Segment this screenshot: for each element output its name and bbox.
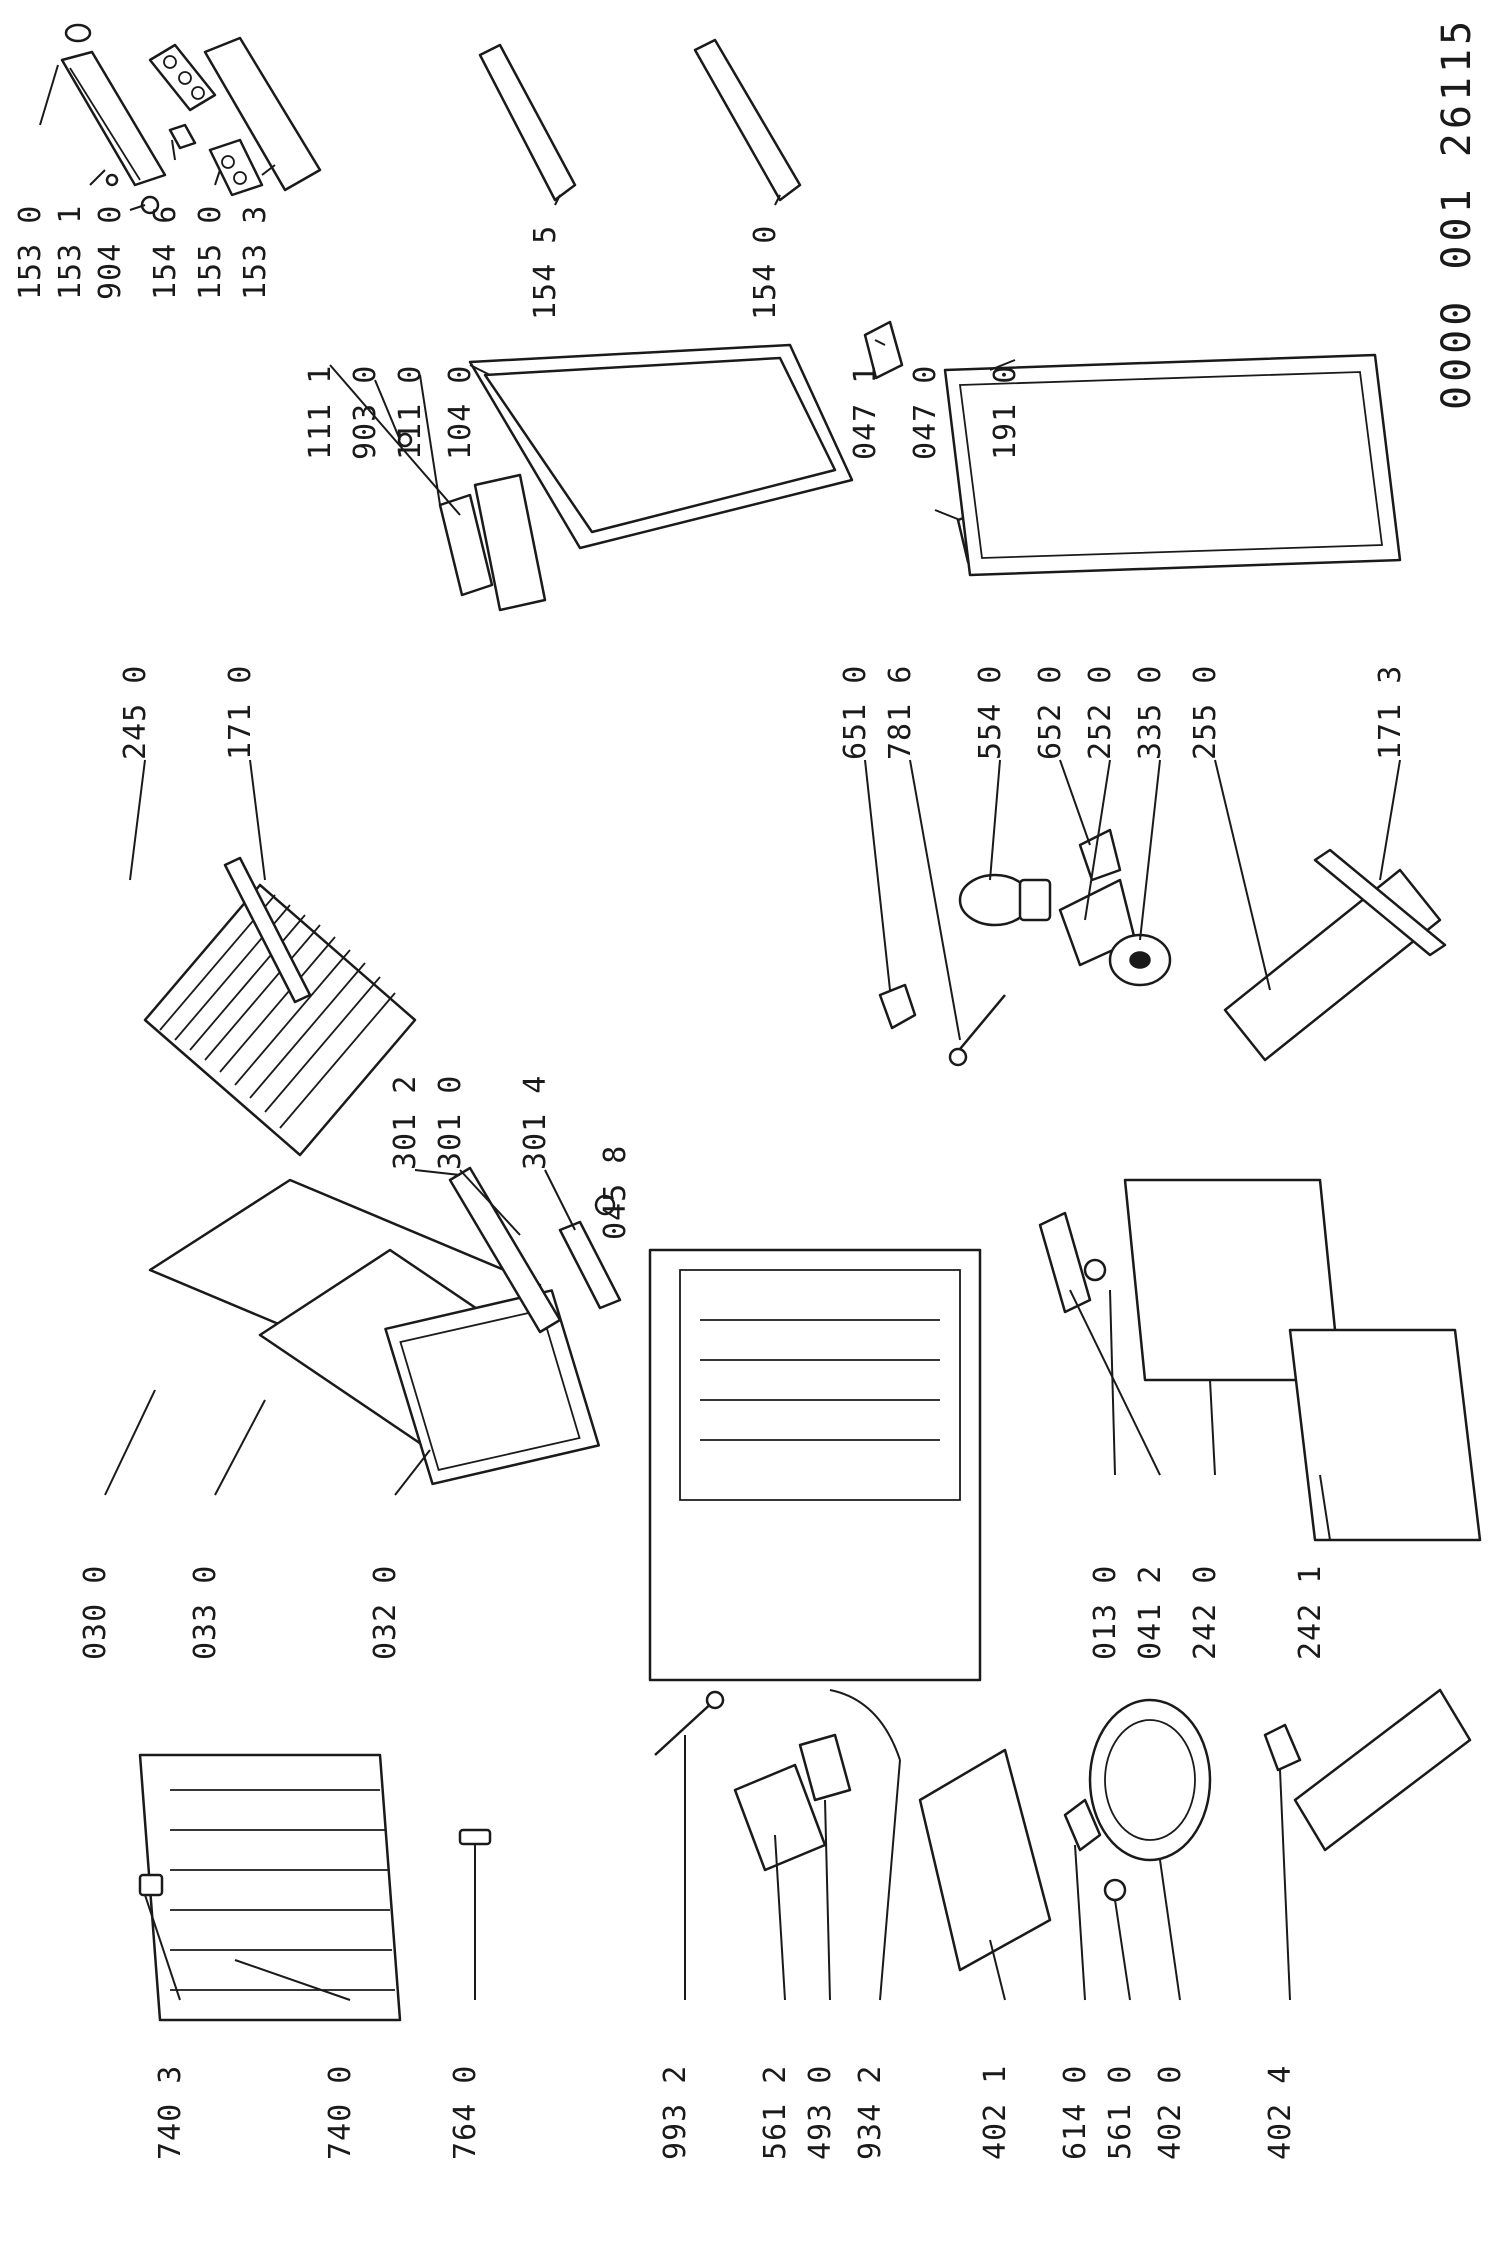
label-171-0: 171 0 bbox=[223, 665, 258, 760]
label-191-0: 191 0 bbox=[988, 365, 1023, 460]
door-accessories-group bbox=[60, 23, 322, 215]
wire-shelf-group bbox=[143, 856, 417, 1157]
door-assembly bbox=[397, 320, 1402, 612]
screw-045-part bbox=[594, 1194, 616, 1216]
label-493-0: 493 0 bbox=[803, 2065, 838, 2160]
handle-301-part bbox=[448, 1166, 562, 1334]
label-153-3: 153 3 bbox=[238, 205, 273, 300]
label-934-2: 934 2 bbox=[853, 2065, 888, 2160]
label-047-1: 047 1 bbox=[848, 365, 883, 460]
label-301-2: 301 2 bbox=[388, 1075, 423, 1170]
shelf-trim-171-0 bbox=[223, 856, 312, 1004]
switch-652-part bbox=[1078, 828, 1122, 882]
compressor-group bbox=[654, 1688, 1472, 1972]
condenser-group bbox=[138, 1753, 492, 2022]
label-041-2: 041 2 bbox=[1133, 1565, 1168, 1660]
overload-561-part bbox=[1103, 1878, 1127, 1902]
label-245-0: 245 0 bbox=[118, 665, 153, 760]
mounting-plate-part bbox=[1293, 1688, 1472, 1852]
label-104-0: 104 0 bbox=[443, 365, 478, 460]
clip-part bbox=[168, 123, 197, 150]
label-111-1: 111 1 bbox=[303, 365, 338, 460]
door-handle-part bbox=[473, 473, 547, 612]
base-plate-402-1-part bbox=[918, 1748, 1052, 1972]
clip-614-part bbox=[1063, 1798, 1102, 1852]
pin-part bbox=[105, 173, 119, 187]
label-032-0: 032 0 bbox=[368, 1565, 403, 1660]
cover-493-part bbox=[798, 1733, 852, 1802]
capillary-993-part bbox=[654, 1699, 716, 1756]
wire-shelf-part bbox=[143, 883, 417, 1157]
crisper-242-1-part bbox=[1288, 1328, 1482, 1542]
foot-013-part bbox=[1083, 1258, 1107, 1282]
shelf-trim-171-3-part bbox=[1313, 848, 1447, 957]
label-030-0: 030 0 bbox=[78, 1565, 113, 1660]
label-301-4: 301 4 bbox=[518, 1075, 553, 1170]
label-402-0: 402 0 bbox=[1153, 2065, 1188, 2160]
handle-cover-part bbox=[438, 493, 494, 597]
glass-shelf-255-part bbox=[1223, 868, 1442, 1062]
thermostat-group bbox=[878, 828, 1447, 1067]
label-561-0: 561 0 bbox=[1103, 2065, 1138, 2160]
wire-934-part bbox=[829, 1689, 901, 1761]
cap-part bbox=[64, 23, 92, 43]
label-651-0: 651 0 bbox=[838, 665, 873, 760]
door-shelf-154-0 bbox=[693, 38, 802, 202]
butter-compartment-part bbox=[60, 50, 167, 187]
label-171-3: 171 3 bbox=[1373, 665, 1408, 760]
label-013-0: 013 0 bbox=[1088, 1565, 1123, 1660]
sensor-781-part bbox=[954, 994, 1006, 1056]
label-561-2: 561 2 bbox=[758, 2065, 793, 2160]
label-903-0: 903 0 bbox=[348, 365, 383, 460]
relay-561-2-part bbox=[733, 1763, 827, 1872]
label-045-8: 045 8 bbox=[598, 1145, 633, 1240]
label-242-1: 242 1 bbox=[1293, 1565, 1328, 1660]
dryer-764-part bbox=[458, 1828, 492, 1846]
document-number: 0000 001 26115 bbox=[1434, 17, 1480, 410]
label-255-0: 255 0 bbox=[1188, 665, 1223, 760]
label-242-0: 242 0 bbox=[1188, 1565, 1223, 1660]
label-153-1: 153 1 bbox=[53, 205, 88, 300]
label-033-0: 033 0 bbox=[188, 1565, 223, 1660]
label-154-5: 154 5 bbox=[528, 225, 563, 320]
label-554-0: 554 0 bbox=[973, 665, 1008, 760]
label-154-0: 154 0 bbox=[748, 225, 783, 320]
hinge-047-1-part bbox=[863, 320, 904, 380]
label-402-1: 402 1 bbox=[978, 2065, 1013, 2160]
egg-tray-lower-part bbox=[208, 138, 264, 197]
part-labels: 153 0 153 1 904 0 154 6 155 0 153 3 111 … bbox=[13, 17, 1480, 2160]
label-335-0: 335 0 bbox=[1133, 665, 1168, 760]
label-154-6: 154 6 bbox=[148, 205, 183, 300]
leader-lines bbox=[39, 64, 1401, 2001]
cabinet-group bbox=[148, 1166, 1482, 1682]
label-047-0: 047 0 bbox=[908, 365, 943, 460]
label-781-6: 781 6 bbox=[883, 665, 918, 760]
label-652-0: 652 0 bbox=[1033, 665, 1068, 760]
clip-740-3-part bbox=[138, 1873, 164, 1897]
label-252-0: 252 0 bbox=[1083, 665, 1118, 760]
hinge-041-part bbox=[1038, 1211, 1092, 1314]
label-740-0: 740 0 bbox=[323, 2065, 358, 2160]
label-764-0: 764 0 bbox=[448, 2065, 483, 2160]
label-155-0: 155 0 bbox=[193, 205, 228, 300]
label-111-0: 111 0 bbox=[393, 365, 428, 460]
grommet-402-4-part bbox=[1263, 1723, 1302, 1772]
door-shelf-154-5 bbox=[478, 43, 577, 202]
label-740-3: 740 3 bbox=[153, 2065, 188, 2160]
knob-651-part bbox=[878, 983, 917, 1030]
label-614-0: 614 0 bbox=[1058, 2065, 1093, 2160]
label-301-0: 301 0 bbox=[433, 1075, 468, 1170]
label-402-4: 402 4 bbox=[1263, 2065, 1298, 2160]
label-153-0: 153 0 bbox=[13, 205, 48, 300]
label-993-2: 993 2 bbox=[658, 2065, 693, 2160]
condenser-740-part bbox=[138, 1753, 402, 2022]
label-904-0: 904 0 bbox=[93, 205, 128, 300]
door-shelf-part bbox=[203, 36, 322, 192]
